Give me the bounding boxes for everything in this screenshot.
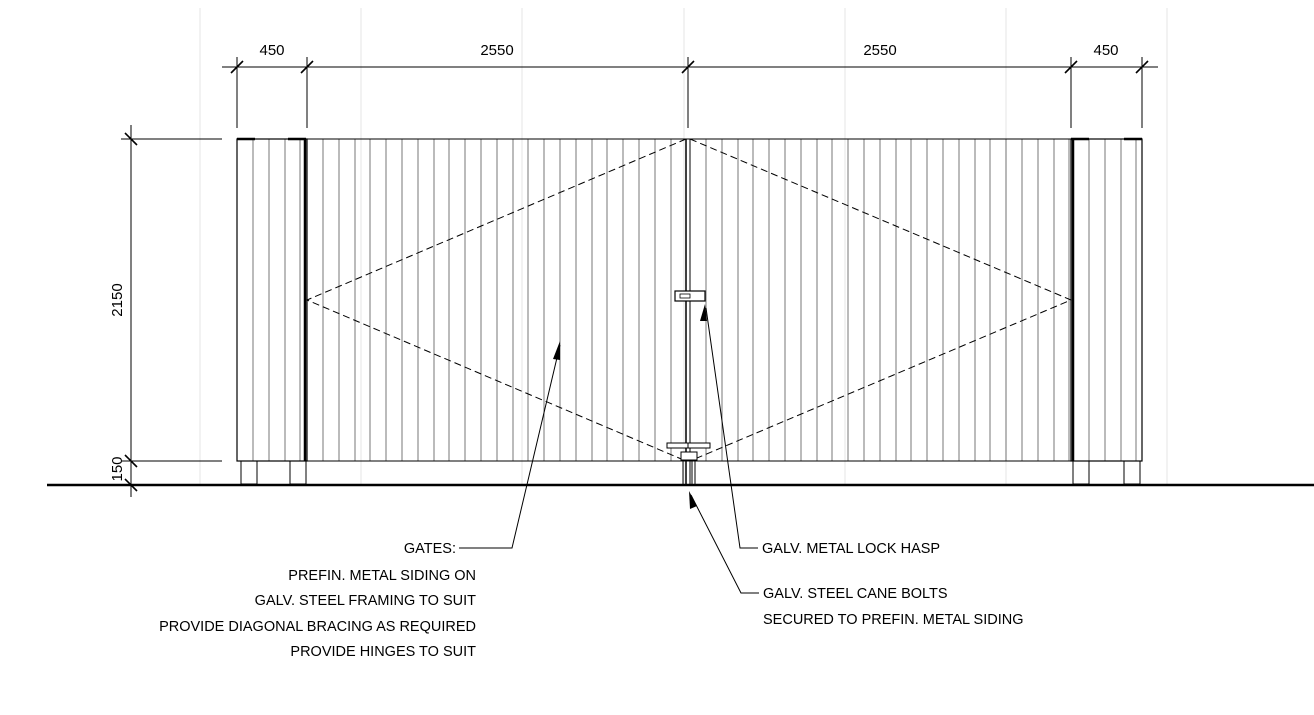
left-post — [236, 137, 308, 485]
dim-height: 2150 — [109, 283, 126, 316]
gates-note-line-4: PROVIDE HINGES TO SUIT — [290, 644, 476, 660]
gates-note-line-3: PROVIDE DIAGONAL BRACING AS REQUIRED — [159, 619, 476, 635]
gates-note-title: GATES: — [404, 541, 456, 557]
cane-bolts — [666, 442, 711, 485]
horizontal-dimensions — [222, 57, 1158, 128]
dim-right-post: 450 — [1093, 42, 1118, 59]
diagonal-bracing — [305, 138, 1073, 462]
gate-leaves — [307, 138, 1071, 485]
gates-note-line-1: PREFIN. METAL SIDING ON — [288, 568, 476, 584]
right-post — [1070, 137, 1143, 485]
leader-arrowheads — [553, 304, 707, 509]
leader-lines — [459, 307, 759, 594]
gates-note-line-2: GALV. STEEL FRAMING TO SUIT — [255, 593, 476, 609]
cane-bolts-note-line-2: SECURED TO PREFIN. METAL SIDING — [763, 612, 1024, 628]
cane-bolts-note-line-1: GALV. STEEL CANE BOLTS — [763, 586, 948, 602]
lock-hasp — [674, 290, 706, 302]
dim-clearance: 150 — [109, 456, 126, 481]
dim-right-gate: 2550 — [863, 42, 896, 59]
dim-left-post: 450 — [259, 42, 284, 59]
dim-left-gate: 2550 — [480, 42, 513, 59]
vertical-dimensions — [121, 125, 222, 497]
lock-hasp-note: GALV. METAL LOCK HASP — [762, 541, 940, 557]
